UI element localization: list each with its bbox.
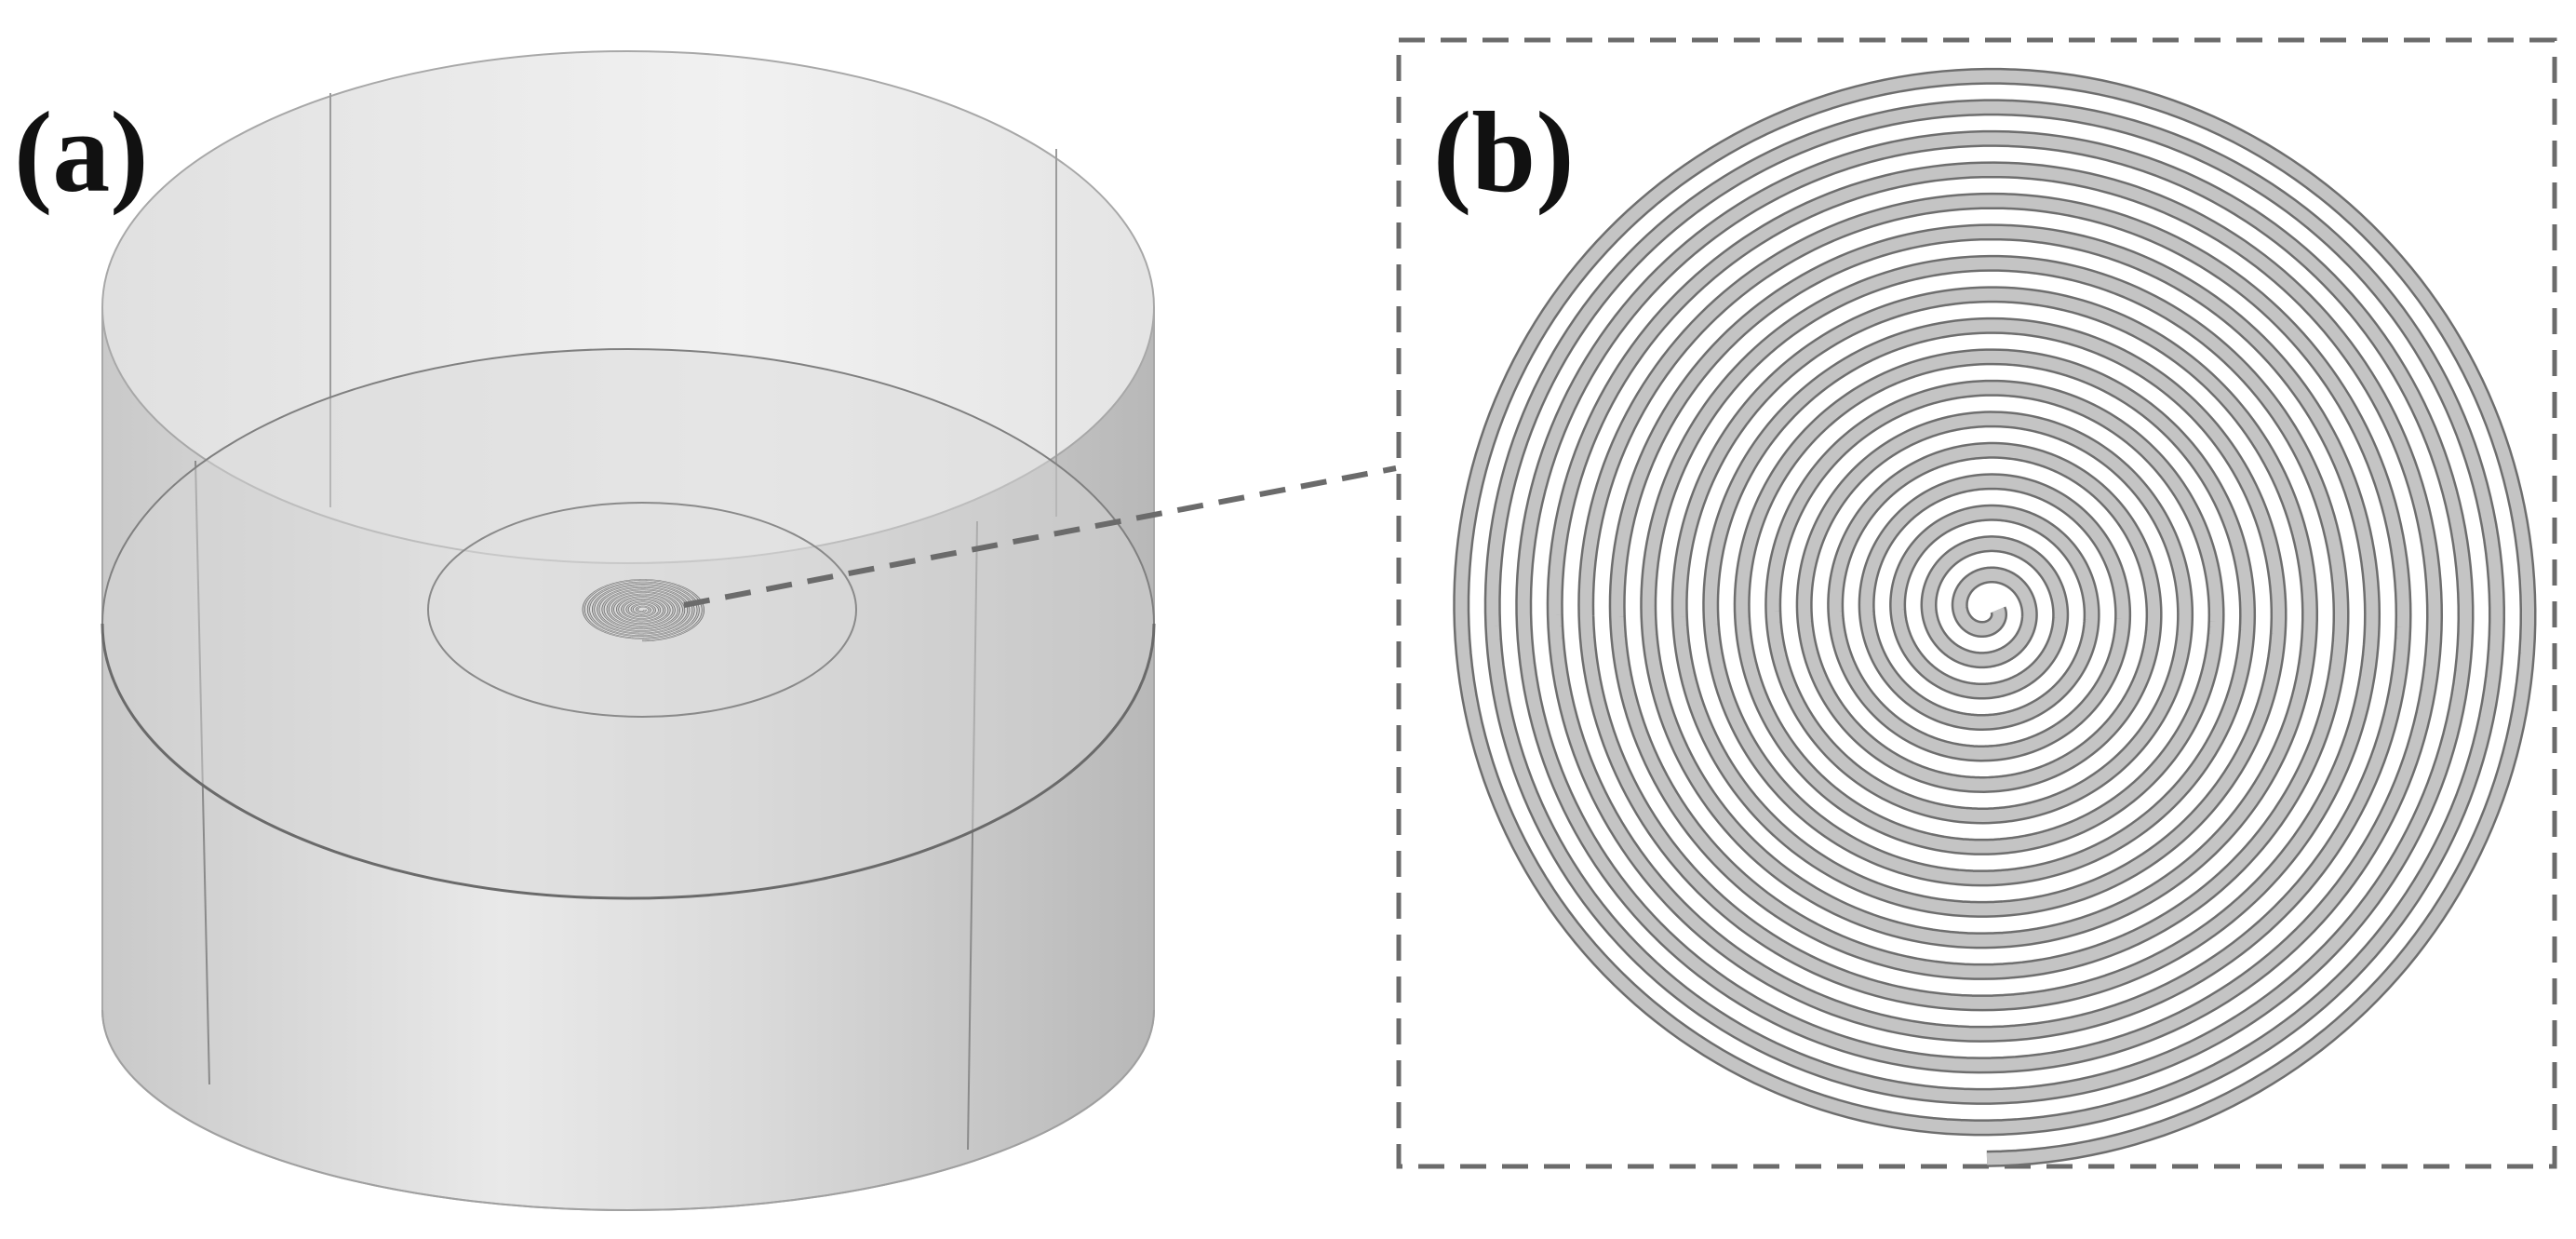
coil-trace-fill: [1455, 70, 2535, 1165]
substrate-disk: [427, 502, 857, 718]
panel-b: (b): [1396, 37, 2557, 1169]
inset-frame: [1396, 37, 2557, 1169]
cylinder-top-face: [101, 50, 1155, 564]
panel-label-a: (a): [14, 88, 149, 216]
panel-a: (a): [14, 50, 1156, 1211]
zoom-leader-line: [683, 465, 1397, 608]
cylinder-bottom-edge: [101, 1009, 1155, 1211]
cylinder-domain-icon: [101, 50, 1156, 1211]
coil-trace-fill: [583, 579, 704, 641]
cylinder-front-edge-right: [967, 520, 978, 1151]
mid-plane-front-edge: [101, 623, 1156, 900]
cylinder-front-edge-left: [195, 460, 210, 1085]
spiral-coil-small: [582, 579, 705, 642]
spiral-coil-icon: [1453, 67, 2537, 1167]
panel-label-b: (b): [1433, 88, 1575, 216]
